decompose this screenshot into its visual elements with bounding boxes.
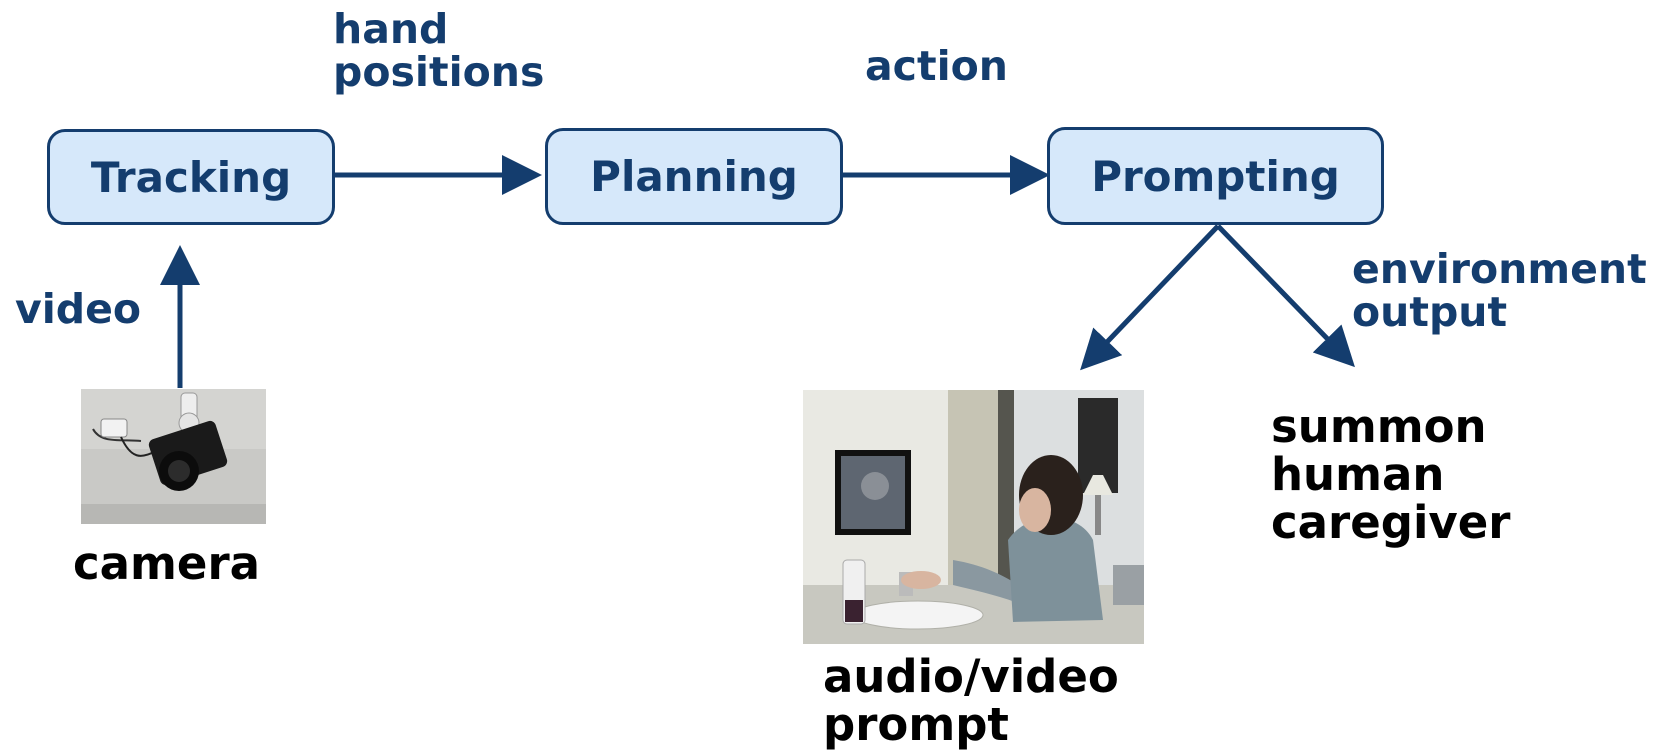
node-prompting-label: Prompting: [1091, 151, 1340, 201]
caption-summon-caregiver-line-2: human: [1271, 448, 1445, 501]
edge-label-hand-positions-line-2: positions: [333, 48, 545, 96]
edge-label-environment-output-line-2: output: [1352, 288, 1508, 336]
node-tracking: Tracking: [47, 129, 335, 225]
caption-summon-caregiver-line-1: summon: [1271, 400, 1487, 453]
caption-summon-caregiver-line-3: caregiver: [1271, 496, 1511, 549]
camera-photo: [81, 389, 266, 524]
edge-label-action-text: action: [865, 42, 1008, 90]
node-planning-label: Planning: [590, 152, 798, 201]
node-tracking-label: Tracking: [90, 152, 292, 202]
node-planning: Planning: [545, 128, 843, 225]
edge-label-action: action: [865, 45, 1008, 88]
prompting-photo: [803, 390, 1144, 644]
node-prompting: Prompting: [1047, 127, 1384, 225]
caption-summon-caregiver: summon human caregiver: [1271, 403, 1510, 547]
edge-label-environment-output-line-1: environment: [1352, 245, 1647, 293]
edge-label-environment-output: environment output: [1352, 248, 1647, 334]
caption-audio-video-prompt: audio/video prompt: [823, 653, 1119, 749]
arrow-prompting-to-audio-video: [1080, 224, 1220, 371]
edge-label-hand-positions-line-1: hand: [333, 5, 449, 53]
edge-label-video-text: video: [15, 285, 142, 333]
caption-audio-video-prompt-line-1: audio/video: [823, 650, 1119, 703]
caption-audio-video-prompt-line-2: prompt: [823, 698, 1009, 751]
arrow-prompting-to-caregiver: [1216, 224, 1355, 368]
edge-label-video: video: [15, 288, 141, 331]
caption-camera-text: camera: [73, 537, 261, 590]
edge-label-hand-positions: hand positions: [333, 8, 544, 94]
caption-camera: camera: [73, 540, 260, 588]
